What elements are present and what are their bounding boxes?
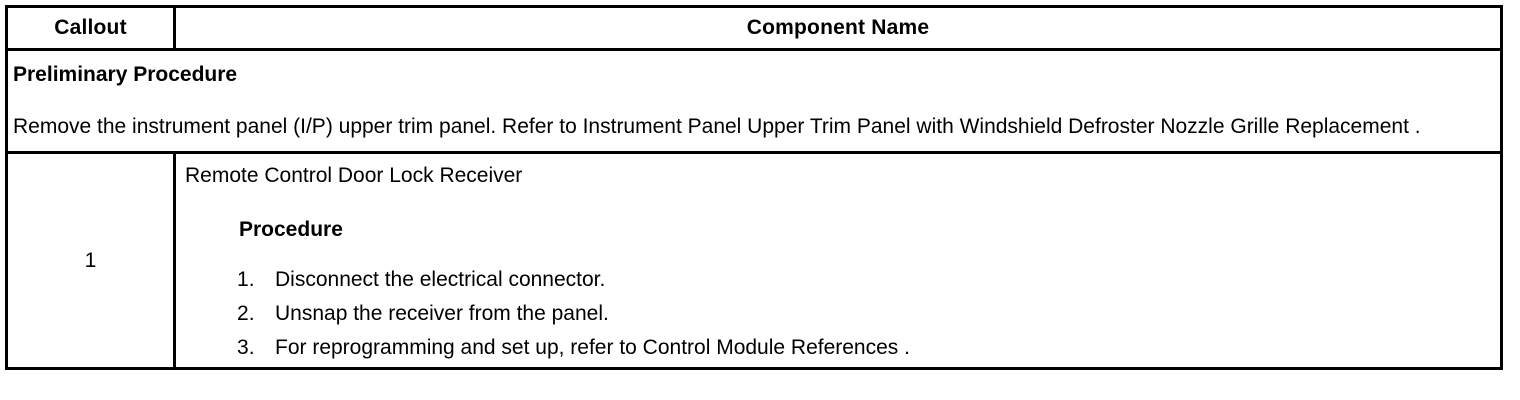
column-header-component-name: Component Name: [173, 5, 1503, 51]
list-item: For reprogramming and set up, refer to C…: [237, 334, 910, 361]
preliminary-procedure-cell: Preliminary Procedure Remove the instrum…: [5, 48, 1503, 154]
table-header-row: Callout Component Name: [5, 5, 1503, 51]
list-item: Unsnap the receiver from the panel.: [237, 300, 609, 327]
procedure-step-list: Disconnect the electrical connector. Uns…: [185, 266, 1494, 361]
preliminary-procedure-row: Preliminary Procedure Remove the instrum…: [5, 48, 1503, 154]
component-detail-cell: Remote Control Door Lock Receiver Proced…: [173, 151, 1503, 370]
service-procedure-table: Callout Component Name Preliminary Proce…: [5, 5, 1503, 370]
preliminary-procedure-title: Preliminary Procedure: [13, 63, 238, 86]
table-row: 1 Remote Control Door Lock Receiver Proc…: [5, 151, 1503, 370]
component-name-text: Remote Control Door Lock Receiver: [185, 164, 523, 187]
preliminary-procedure-body: Remove the instrument panel (I/P) upper …: [13, 115, 1421, 138]
column-header-callout: Callout: [5, 5, 176, 51]
list-item: Disconnect the electrical connector.: [237, 266, 606, 293]
procedure-heading: Procedure: [239, 218, 343, 241]
callout-number-cell: 1: [5, 151, 176, 370]
